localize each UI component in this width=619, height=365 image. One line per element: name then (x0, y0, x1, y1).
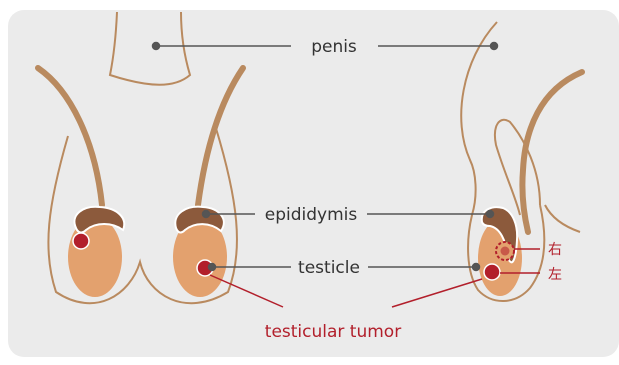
penis-leader-dot-right (491, 43, 498, 50)
testicular-tumor-label: testicular tumor (265, 322, 401, 342)
penis-leader-dot-left (153, 43, 160, 50)
epididymis-leader-dot-right (487, 211, 494, 218)
testicle-leader-dot-left (209, 264, 216, 271)
epididymis-leader-dot-left (203, 211, 210, 218)
left-side-label: 左 (548, 267, 562, 283)
epididymis-label: epididymis (265, 205, 358, 225)
right-side-label: 右 (548, 242, 562, 258)
side-right-tumor-core (501, 247, 510, 256)
front-left-tumor (73, 233, 89, 249)
testicle-label: testicle (298, 258, 360, 278)
side-left-tumor (484, 264, 500, 280)
penis-label: penis (311, 37, 357, 57)
testicle-leader-dot-right (473, 264, 480, 271)
